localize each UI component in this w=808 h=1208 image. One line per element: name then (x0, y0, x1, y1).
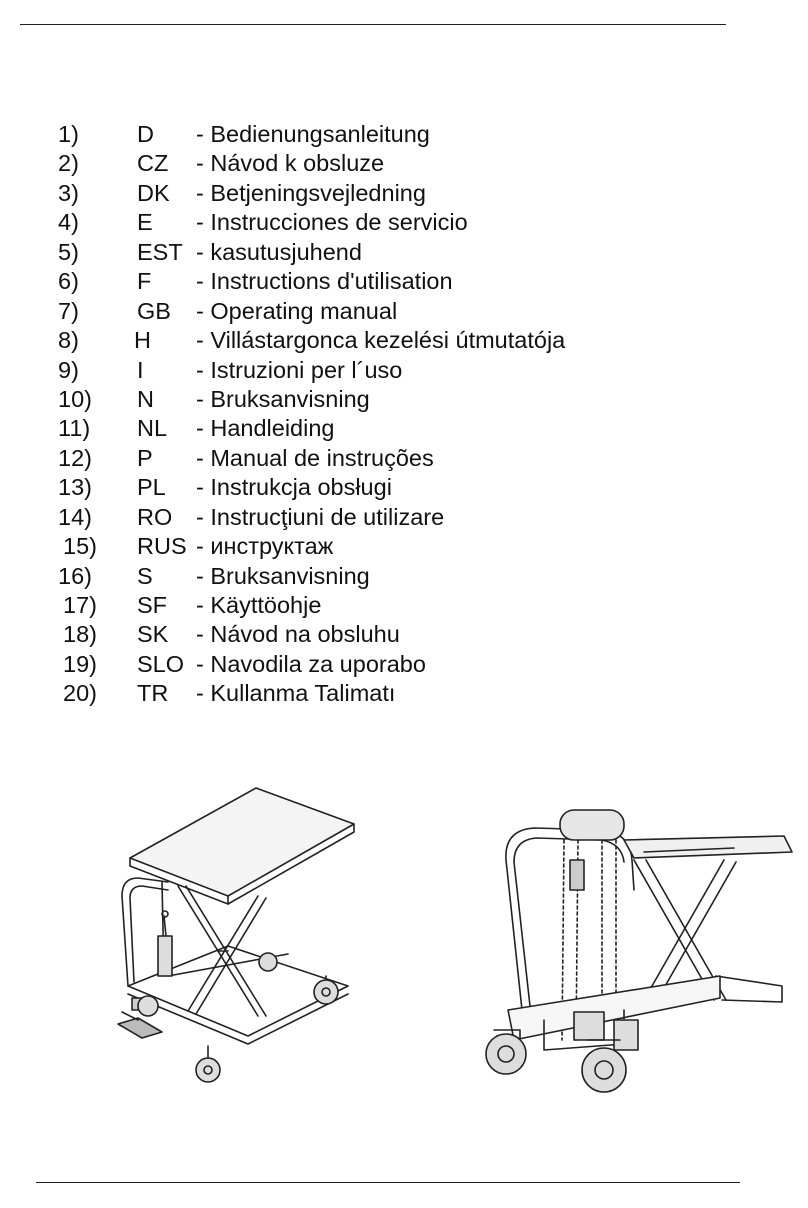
manual-title: - Kullanma Talimatı (196, 680, 396, 707)
language-row: 1) D - Bedienungsanleitung (0, 120, 808, 149)
language-code: RO (137, 503, 173, 530)
language-code: H (134, 327, 151, 354)
row-number: 2) (58, 150, 79, 177)
language-row: 5) EST - kasutusjuhend (0, 238, 808, 267)
language-row: 7) GB - Operating manual (0, 297, 808, 326)
row-number: 1) (58, 121, 79, 147)
row-number: 20) (63, 680, 97, 707)
language-code: NL (137, 415, 168, 442)
manual-title: - инструктаж (196, 533, 334, 560)
manual-title: - Betjeningsvejledning (196, 179, 426, 206)
row-number: 11) (58, 415, 91, 442)
language-row: 18) SK - Návod na obsluhu (0, 620, 808, 649)
language-list: 1) D - Bedienungsanleitung 2) CZ - Návod k o… (0, 120, 808, 709)
manual-title: - Návod na obsluhu (196, 621, 400, 648)
row-number: 14) (58, 503, 92, 530)
high-lift-stacker-illustration (484, 800, 796, 1104)
language-code: I (137, 356, 144, 383)
row-number: 19) (63, 650, 97, 677)
row-number: 9) (58, 356, 79, 383)
language-row: 2) CZ - Návod k obsluze (0, 149, 808, 178)
language-row: 15) RUS - инструктаж (0, 532, 808, 561)
manual-title: - Operating manual (196, 297, 398, 324)
top-rule (20, 24, 726, 25)
language-code: DK (137, 179, 170, 206)
manual-title: - Handleiding (196, 415, 335, 442)
manual-title: - Bedienungsanleitung (196, 121, 430, 147)
row-number: 6) (58, 268, 79, 295)
manual-title: - kasutusjuhend (196, 238, 362, 265)
language-row: 17) SF - Käyttöohje (0, 591, 808, 620)
language-row: 19) SLO - Navodila za uporabo (0, 650, 808, 679)
language-code: SF (137, 592, 168, 618)
language-code: GB (137, 297, 171, 324)
language-row: 13) PL - Instrukcja obsługi (0, 473, 808, 502)
row-number: 18) (63, 621, 97, 648)
language-code: EST (137, 238, 183, 265)
language-row: 14) RO - Instrucţiuni de utilizare (0, 503, 808, 532)
language-code: TR (137, 680, 169, 707)
language-row: 8) H - Villástargonca kezelési útmutatója (0, 326, 808, 355)
row-number: 16) (58, 562, 92, 589)
language-code: SLO (137, 650, 185, 677)
language-row: 10) N - Bruksanvisning (0, 385, 808, 414)
language-code: PL (137, 474, 166, 501)
row-number: 8) (58, 327, 79, 354)
manual-title: - Villástargonca kezelési útmutatója (196, 327, 566, 354)
language-code: P (137, 444, 153, 471)
manual-title: - Instrukcja obsługi (196, 474, 392, 501)
row-number: 10) (58, 385, 92, 412)
language-row: 20) TR - Kullanma Talimatı (0, 679, 808, 708)
manual-title: - Instrucciones de servicio (196, 209, 468, 236)
manual-title: - Istruzioni per l´uso (196, 356, 403, 383)
language-code: N (137, 385, 154, 412)
manual-title: - Manual de instruções (196, 444, 434, 471)
language-code: SK (137, 621, 169, 648)
language-row: 12) P - Manual de instruções (0, 444, 808, 473)
row-number: 13) (58, 474, 92, 501)
row-number: 15) (63, 533, 97, 560)
manual-title: - Instrucţiuni de utilizare (196, 503, 445, 530)
language-code: CZ (137, 150, 169, 177)
row-number: 17) (63, 592, 97, 618)
manual-title: - Instructions d'utilisation (196, 268, 453, 295)
row-number: 5) (58, 238, 79, 265)
language-code: E (137, 209, 153, 236)
language-code: S (137, 562, 153, 589)
row-number: 4) (58, 209, 79, 236)
language-row: 6) F - Instructions d'utilisation (0, 267, 808, 296)
row-number: 7) (58, 297, 79, 324)
language-row: 9) I - Istruzioni per l´uso (0, 356, 808, 385)
bottom-rule (36, 1182, 740, 1183)
language-row: 11) NL - Handleiding (0, 414, 808, 443)
scissor-lift-table-illustration (108, 786, 360, 1086)
language-code: F (137, 268, 152, 295)
manual-title: - Käyttöohje (196, 592, 322, 618)
language-row: 3) DK - Betjeningsvejledning (0, 179, 808, 208)
manual-title: - Bruksanvisning (196, 385, 370, 412)
row-number: 3) (58, 179, 79, 206)
manual-title: - Bruksanvisning (196, 562, 370, 589)
language-code: RUS (137, 533, 187, 560)
language-row: 4) E - Instrucciones de servicio (0, 208, 808, 237)
manual-title: - Navodila za uporabo (196, 650, 426, 677)
language-row: 16) S - Bruksanvisning (0, 562, 808, 591)
manual-title: - Návod k obsluze (196, 150, 385, 177)
language-code: D (137, 121, 154, 147)
row-number: 12) (58, 444, 92, 471)
